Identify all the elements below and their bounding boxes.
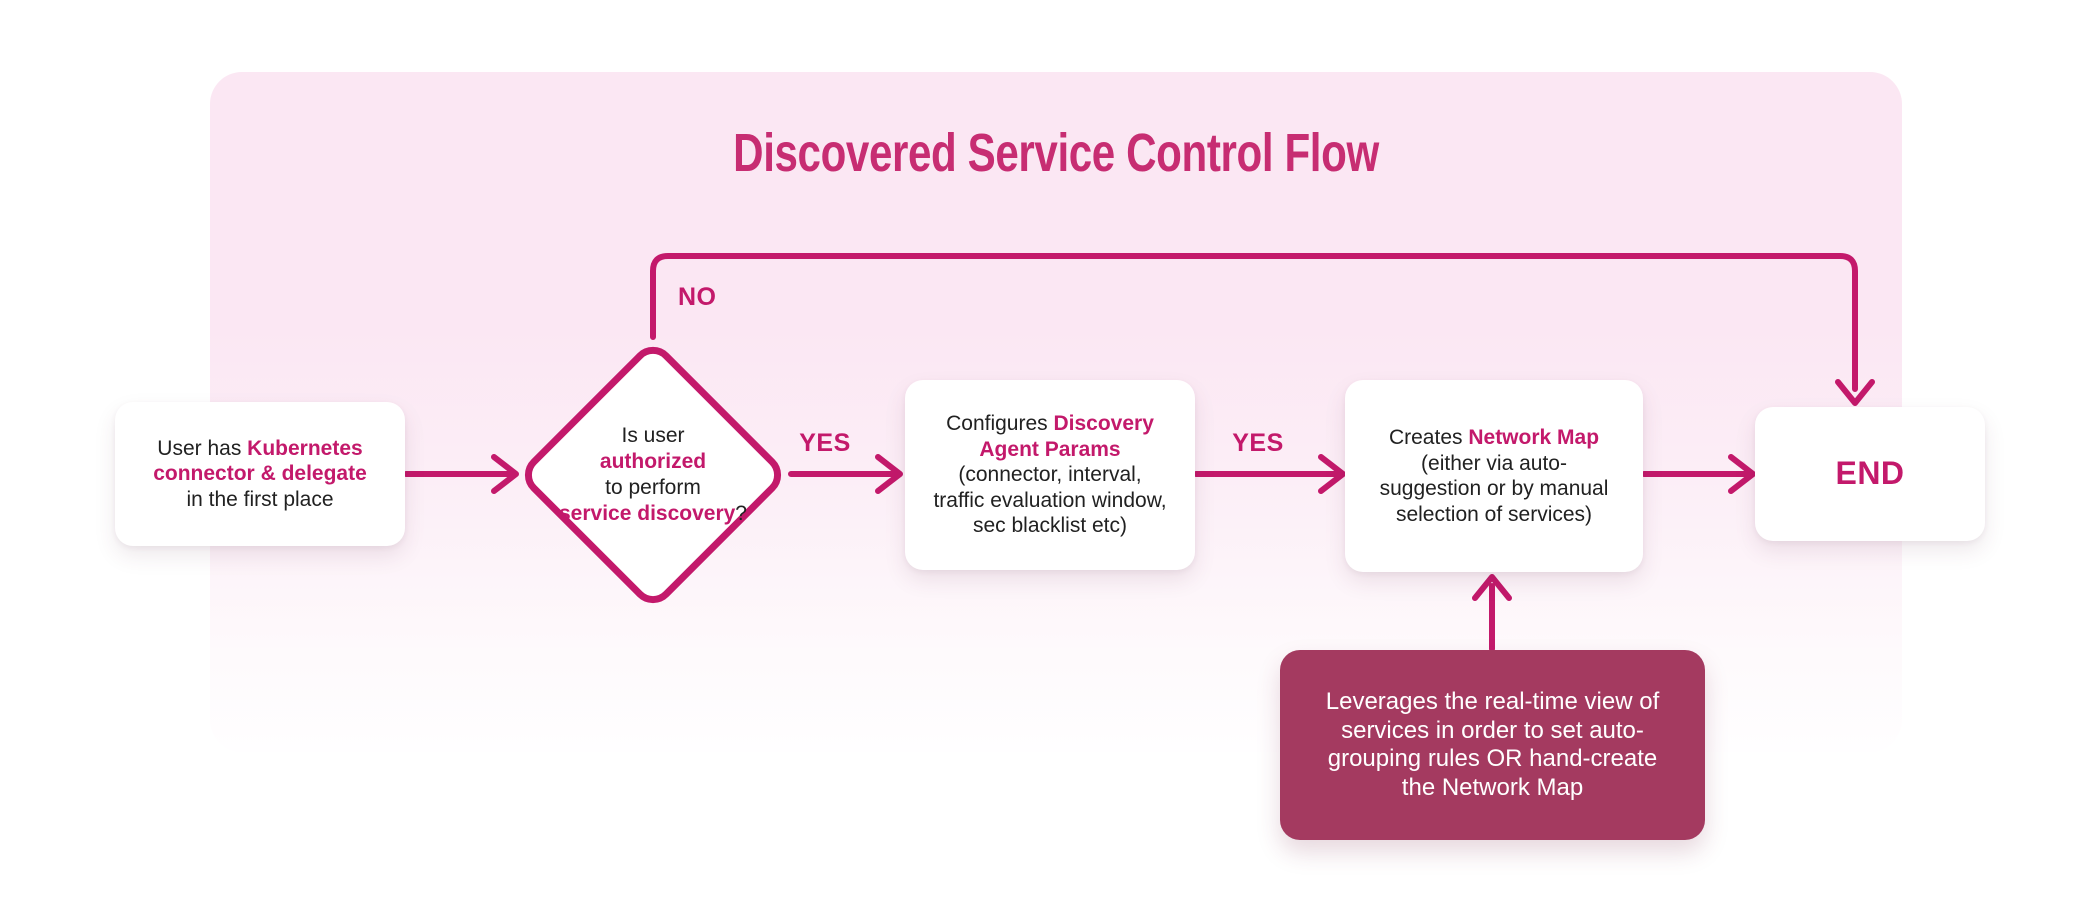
node-create-network-map: Creates Network Map(either via auto-sugg… (1345, 380, 1643, 572)
edge-label-yes-configured: YES (1232, 429, 1284, 457)
page-title: Discovered Service Control Flow (733, 123, 1379, 183)
edge-label-no: NO (678, 283, 717, 311)
node-end: END (1755, 407, 1985, 541)
edge-label-yes-authorized: YES (799, 429, 851, 457)
